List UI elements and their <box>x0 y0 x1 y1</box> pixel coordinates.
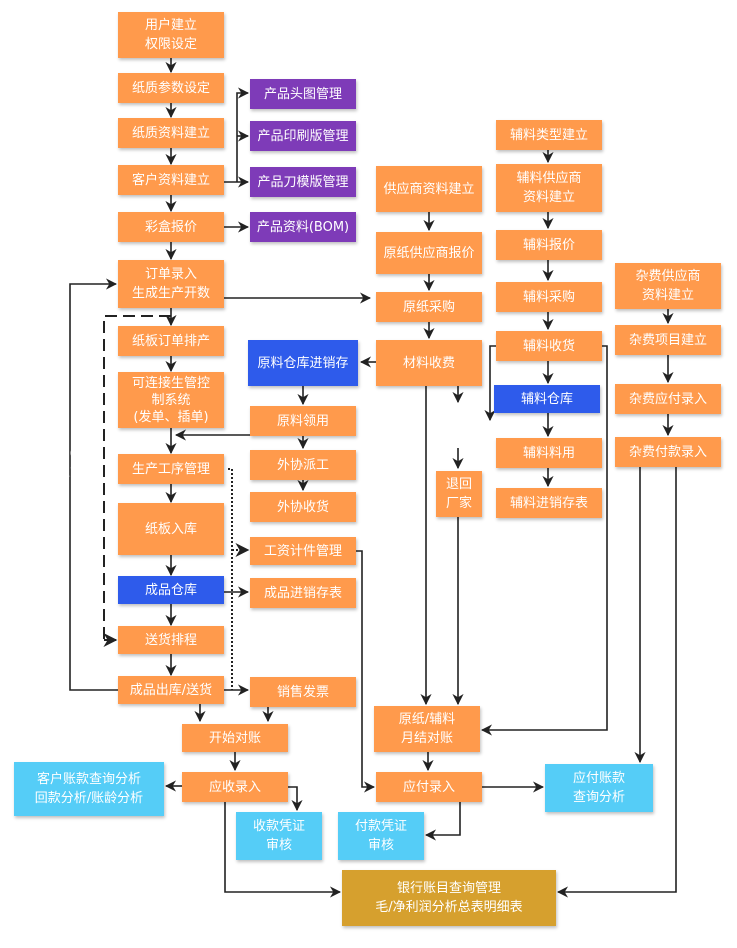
customer-data-node: 客户资料建立 <box>118 165 224 195</box>
product-head-node: 产品头图管理 <box>250 79 356 109</box>
raw-use-node: 原料领用 <box>250 406 356 436</box>
outbound-node: 成品出库/送货 <box>118 676 224 704</box>
misc-payment-node: 杂费付款录入 <box>615 437 721 467</box>
payable-entry-node: 应付录入 <box>376 772 482 802</box>
customer-analysis-node: 客户账款查询分析 回款分析/账龄分析 <box>14 762 164 816</box>
piece-wage-node: 工资计件管理 <box>250 537 356 565</box>
aux-purchase-node: 辅料采购 <box>496 282 602 312</box>
misc-item-node: 杂费项目建立 <box>615 325 721 355</box>
bank-mgmt-node: 银行账目查询管理 毛/净利润分析总表明细表 <box>342 870 556 926</box>
process-mgmt-node: 生产工序管理 <box>118 454 224 484</box>
start-reconcile-node: 开始对账 <box>182 724 288 752</box>
raw-inventory-node: 原料仓库进销存 <box>248 340 358 386</box>
ng-return-label: NG 退货 <box>56 447 83 480</box>
inspect-ng-diamond: 检验 NG <box>432 400 484 452</box>
sales-invoice-node: 销售发票 <box>250 677 356 707</box>
board-schedule-node: 纸板订单排产 <box>118 326 224 356</box>
aux-warehouse-node: 辅料仓库 <box>494 385 600 413</box>
board-storage-node: 纸板入库 <box>118 503 224 555</box>
supplier-data-node: 供应商资料建立 <box>376 166 482 212</box>
paper-params-node: 纸质参数设定 <box>118 73 224 103</box>
monthly-reconcile-node: 原纸/辅料 月结对账 <box>374 706 480 752</box>
outsource-receive-node: 外协收货 <box>250 492 356 522</box>
finished-inventory-node: 成品进销存表 <box>250 578 356 608</box>
delivery-schedule-node: 送货排程 <box>118 626 224 654</box>
paper-purchase-node: 原纸采购 <box>376 292 482 322</box>
user-setup-node: 用户建立 权限设定 <box>118 12 224 58</box>
production-system-node: 可连接生管控 制系统 (发单、插单) <box>118 372 224 428</box>
receipt-voucher-node: 收款凭证 审核 <box>236 812 322 860</box>
finished-warehouse-node: 成品仓库 <box>118 576 224 604</box>
aux-supplier-node: 辅料供应商 资料建立 <box>496 164 602 212</box>
inspect-ng-label: 检验 NG <box>444 409 471 442</box>
payment-voucher-node: 付款凭证 审核 <box>338 812 424 860</box>
outsource-dispatch-node: 外协派工 <box>250 450 356 480</box>
order-entry-node: 订单录入 生成生产开数 <box>118 260 224 308</box>
aux-quote-node: 辅料报价 <box>496 230 602 260</box>
product-die-node: 产品刀模版管理 <box>250 167 356 197</box>
product-bom-node: 产品资料(BOM) <box>250 212 356 242</box>
misc-payable-node: 杂费应付录入 <box>615 384 721 414</box>
box-quote-node: 彩盒报价 <box>118 212 224 242</box>
payable-analysis-node: 应付账款 查询分析 <box>545 764 653 812</box>
aux-type-node: 辅料类型建立 <box>496 120 602 150</box>
receivable-entry-node: 应收录入 <box>182 772 288 802</box>
paper-data-node: 纸质资料建立 <box>118 118 224 148</box>
aux-receive-node: 辅料收货 <box>496 331 602 361</box>
aux-use-node: 辅料料用 <box>496 438 602 468</box>
ng-return-diamond: NG 退货 <box>38 432 102 496</box>
product-print-node: 产品印刷版管理 <box>250 121 356 151</box>
return-factory-node: 退回 厂家 <box>436 471 482 517</box>
paper-supplier-quote-node: 原纸供应商报价 <box>376 232 482 274</box>
aux-inventory-node: 辅料进销存表 <box>496 488 602 518</box>
material-receive-node: 材料收费 <box>376 340 482 386</box>
misc-supplier-node: 杂费供应商 资料建立 <box>615 263 721 309</box>
